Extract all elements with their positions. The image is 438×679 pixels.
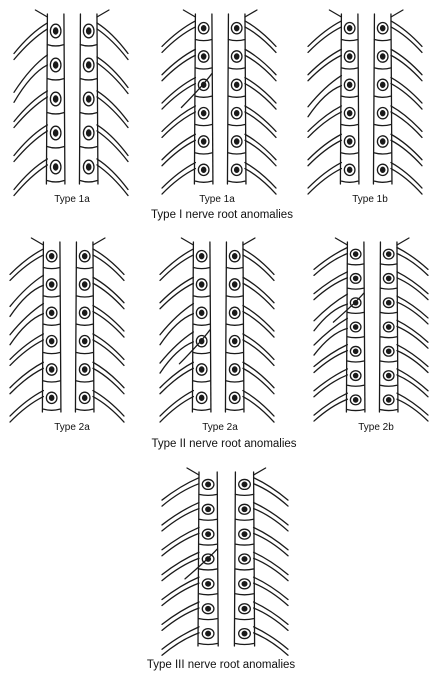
diagram-type-2a-middle — [158, 236, 276, 418]
panel-label-type-2a-left: Type 2a — [54, 422, 90, 434]
group-caption-type-1: Type I nerve root anomalies — [151, 208, 293, 222]
group-caption-type-2: Type II nerve root anomalies — [151, 437, 296, 451]
diagram-type-3 — [160, 466, 290, 652]
panel-label-type-2b: Type 2b — [358, 422, 394, 434]
panel-label-type-1b: Type 1b — [352, 194, 388, 206]
spinal-roots-drawing — [14, 10, 128, 196]
diagram-type-1a-middle — [160, 8, 278, 190]
spinal-roots-drawing — [10, 238, 124, 422]
group-caption-type-3: Type III nerve root anomalies — [147, 658, 295, 672]
diagram-type-2a-left — [8, 236, 126, 418]
panel-label-type-1a-left: Type 1a — [54, 194, 90, 206]
spinal-roots-drawing — [162, 10, 276, 194]
spinal-roots-drawing — [308, 10, 422, 194]
diagram-type-1b — [306, 8, 424, 190]
spinal-roots-drawing — [314, 238, 428, 421]
panel-label-type-1a-middle: Type 1a — [199, 194, 235, 206]
diagram-type-1a-left — [12, 8, 130, 190]
panel-label-type-2a-middle: Type 2a — [202, 422, 238, 434]
diagram-type-2b — [312, 236, 430, 418]
spinal-roots-drawing — [162, 468, 288, 655]
spinal-roots-drawing — [160, 238, 274, 422]
